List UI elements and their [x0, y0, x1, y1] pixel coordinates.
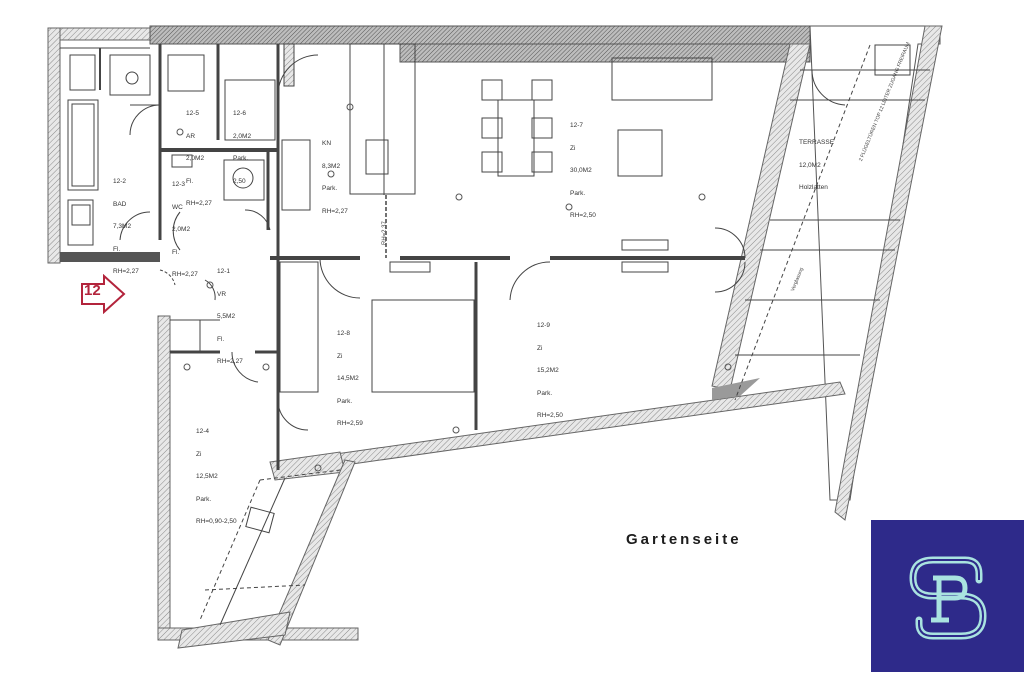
- room-name: BAD: [113, 200, 127, 208]
- room-id: 12-4: [196, 428, 210, 435]
- room-label-12-9: 12-9 Zi 15,2M2 Park. RH=2,50: [537, 307, 563, 427]
- room-area: 12,0M2: [799, 161, 821, 169]
- room-name: Zi: [337, 352, 343, 360]
- room-height: RH=2,27: [217, 358, 243, 365]
- room-height: RH=2,27: [113, 268, 139, 275]
- room-name: Zi: [570, 144, 576, 152]
- room-height: RH=2,27: [172, 271, 198, 278]
- brand-logo: [871, 520, 1024, 672]
- room-area: 2,0M2: [172, 226, 191, 233]
- interior-walls: [60, 43, 930, 626]
- room-floor: Fl.: [113, 245, 121, 253]
- room-name: Zi: [537, 344, 543, 352]
- room-height: RH=0,90-2,50: [196, 518, 237, 525]
- unit-number: 12: [84, 282, 101, 299]
- room-area: 5,5M2: [217, 313, 236, 320]
- room-label-12-4: 12-4 Zi 12,5M2 Park. RH=0,90-2,50: [196, 413, 237, 533]
- room-name: VR: [217, 290, 227, 298]
- room-height: 2,50: [233, 177, 246, 185]
- room-label-12-7: 12-7 Zi 30,0M2 Park. RH=2,50: [570, 107, 596, 227]
- room-floor: Park.: [196, 495, 212, 503]
- room-area: 12,5M2: [196, 473, 218, 480]
- room-label-vr: 12-1 VR 5,5M2 Fl. RH=2,27: [217, 253, 243, 373]
- room-label-wc: 12-3 WC 2,0M2 Fl. RH=2,27: [172, 166, 198, 286]
- room-label-kn: KN 8,3M2 Park. RH=2,27: [322, 125, 348, 223]
- room-id: 12-2: [113, 178, 127, 185]
- room-height: RH=2,50: [570, 212, 596, 219]
- room-id: 12-9: [537, 322, 551, 329]
- room-area: 30,0M2: [570, 167, 592, 174]
- room-area: 2,0M2: [233, 132, 252, 140]
- room-id: 12-5: [186, 110, 200, 117]
- room-floor: Fl.: [186, 177, 194, 185]
- room-label-bad: 12-2 BAD 7,3M2 Fl. RH=2,27: [113, 163, 139, 283]
- room-label-terrasse: TERRASSE 12,0M2 Holzlatten: [799, 124, 834, 199]
- room-id: 12-6: [233, 110, 247, 117]
- room-id: 12-3: [172, 181, 186, 188]
- room-name: KN: [322, 140, 332, 147]
- light-fixtures: [176, 103, 732, 472]
- room-area: 2,0M2: [186, 155, 205, 162]
- room-id: 12-1: [217, 268, 231, 275]
- room-floor: Fl.: [172, 248, 180, 256]
- exterior-walls: [47, 25, 943, 649]
- room-label-ar: 12-5 AR 2,0M2 Fl. RH=2,27: [186, 95, 212, 215]
- room-area: 15,2M2: [537, 367, 559, 374]
- room-floor: Park.: [570, 189, 586, 197]
- room-height: RH=2,27: [186, 200, 212, 207]
- room-floor: Park.: [337, 397, 353, 405]
- room-floor: Fl.: [217, 335, 225, 343]
- room-id: 12-8: [337, 330, 351, 337]
- room-name: Zi: [196, 450, 202, 458]
- room-area: 7,3M2: [113, 223, 132, 230]
- room-name: TERRASSE: [799, 139, 835, 146]
- room-area: 8,3M2: [322, 162, 341, 170]
- room-floor: Park.: [233, 155, 249, 162]
- room-floor: Park.: [322, 185, 338, 192]
- room-label-12-8: 12-8 Zi 14,5M2 Park. RH=2,59: [337, 315, 363, 435]
- sp-monogram-icon: [909, 556, 987, 640]
- room-floor: Park.: [537, 389, 553, 397]
- room-area: 14,5M2: [337, 375, 359, 382]
- room-name: WC: [172, 203, 183, 211]
- room-height: RH=2,27: [322, 207, 348, 215]
- room-height: RH=2,59: [337, 420, 363, 427]
- room-label-12-6: 12-6 2,0M2 Park. 2,50: [233, 95, 251, 193]
- room-floor: Holzlatten: [799, 184, 828, 191]
- room-name: AR: [186, 132, 196, 140]
- ceiling-height-annotation: RH=2,37: [382, 221, 388, 245]
- entry-arrow-icon: [81, 274, 126, 314]
- room-id: 12-7: [570, 122, 584, 129]
- orientation-label: Gartenseite: [626, 531, 742, 548]
- room-height: RH=2,50: [537, 412, 563, 419]
